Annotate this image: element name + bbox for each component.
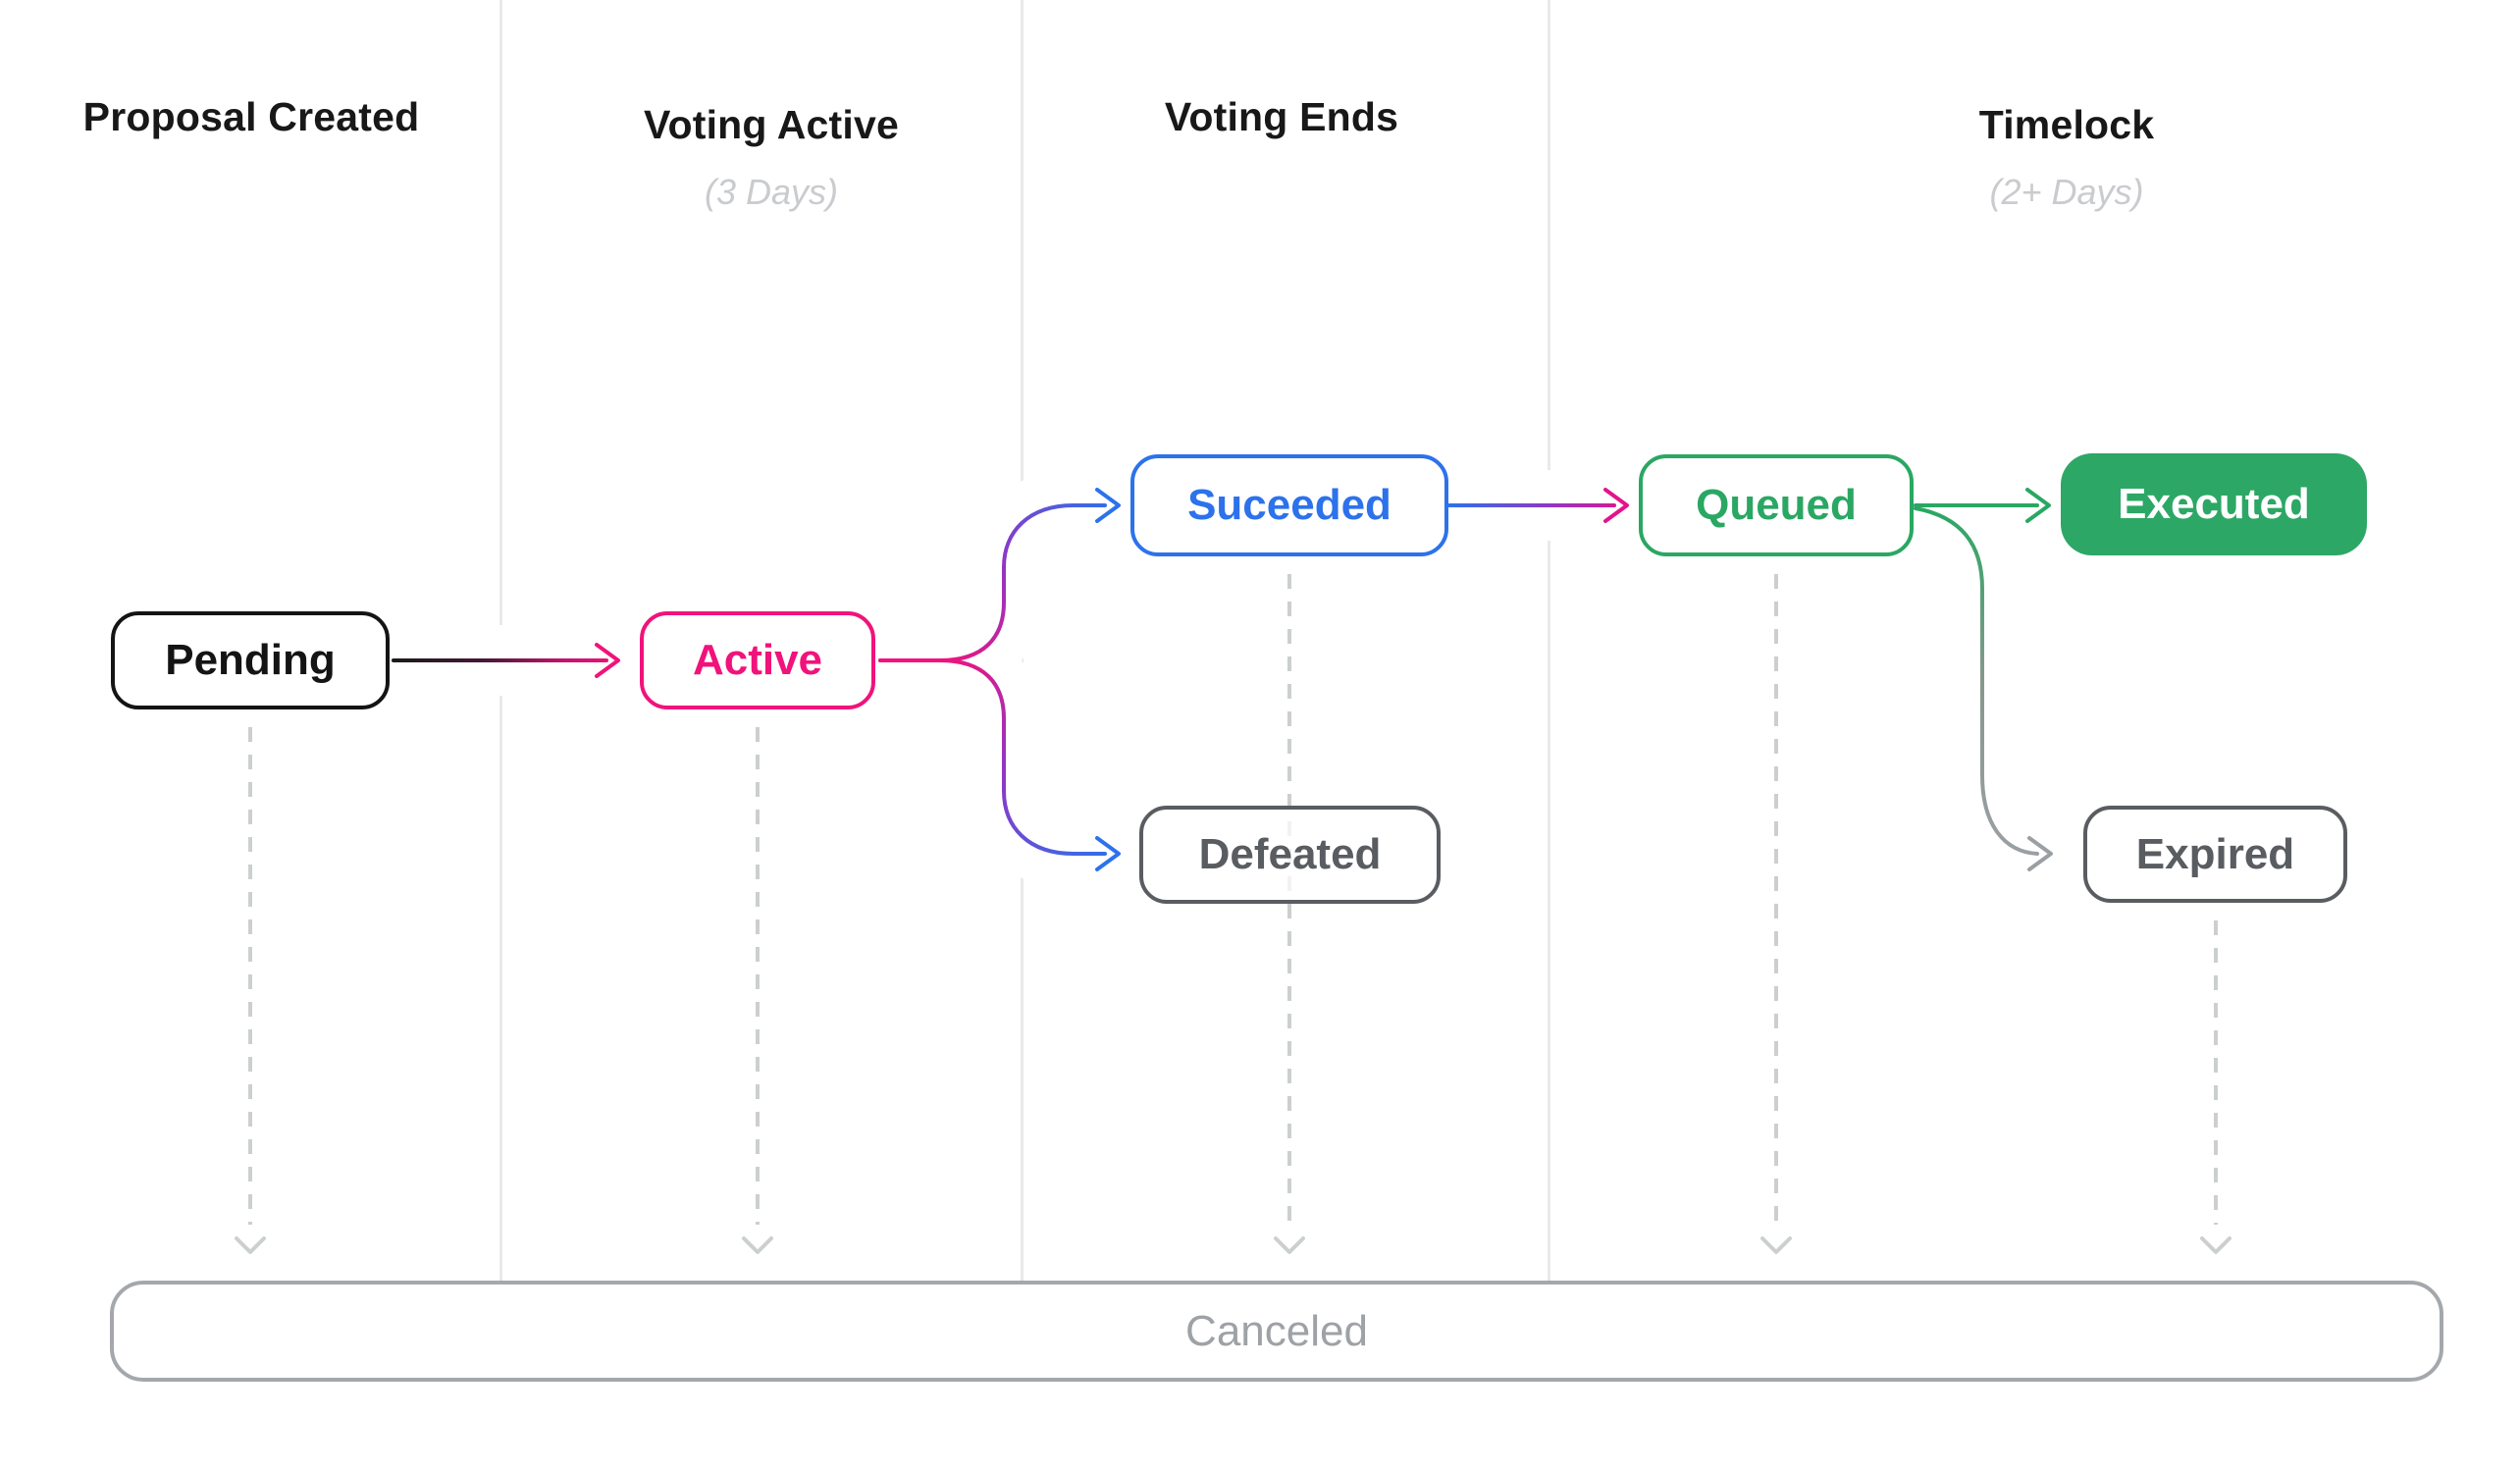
state-label: Canceled <box>1185 1306 1368 1355</box>
column-divider-3 <box>1548 0 1550 1281</box>
state-node-queued: Queued <box>1639 454 1914 556</box>
state-label: Suceeded <box>1187 481 1391 529</box>
state-node-canceled: Canceled <box>110 1281 2443 1382</box>
state-node-expired: Expired <box>2083 806 2347 903</box>
arrowhead-pending-to-active <box>595 643 620 678</box>
arrowhead-queued-to-executed <box>2025 488 2051 523</box>
arrowhead-suceeded-to-queued <box>1603 488 1629 523</box>
state-node-pending: Pending <box>111 611 390 709</box>
state-label: Queued <box>1696 481 1857 529</box>
state-node-suceeded: Suceeded <box>1130 454 1448 556</box>
arrowhead-active-to-defeated <box>1095 836 1121 871</box>
arrow-active-to-defeated <box>878 658 1107 856</box>
arrow-queued-to-expired <box>1914 506 2039 856</box>
state-label: Expired <box>2135 829 2295 878</box>
arrowhead-queued-to-expired <box>2027 836 2053 871</box>
state-label: Active <box>692 636 823 684</box>
dashed-arrowhead-queued <box>1760 1236 1792 1254</box>
state-node-active: Active <box>640 611 875 709</box>
dashed-arrowhead-pending <box>235 1236 266 1254</box>
dashed-arrowhead-expired <box>2200 1236 2231 1254</box>
column-subtitle: (3 Days) <box>704 172 839 212</box>
halo <box>845 625 1140 889</box>
column-header-voting-active: Voting Active (3 Days) <box>644 102 899 213</box>
column-header-timelock: Timelock (2+ Days) <box>1979 102 2155 213</box>
column-header-voting-ends: Voting Ends <box>1165 94 1398 140</box>
column-subtitle: (2+ Days) <box>1989 172 2144 212</box>
state-label: Executed <box>2118 480 2310 528</box>
state-label: Defeated <box>1198 830 1382 878</box>
arrow-active-to-suceeded <box>878 503 1107 662</box>
column-header-proposal-created: Proposal Created <box>83 94 420 140</box>
arrowhead-active-to-suceeded <box>1095 488 1121 523</box>
column-title: Voting Ends <box>1164 94 1399 139</box>
state-node-defeated: Defeated <box>1139 806 1441 904</box>
dashed-arrowhead-active <box>742 1236 773 1254</box>
column-title: Voting Active <box>643 102 900 147</box>
column-title: Proposal Created <box>82 94 420 139</box>
state-label: Pending <box>165 636 336 684</box>
halo <box>1880 473 2073 889</box>
state-node-executed: Executed <box>2061 453 2367 555</box>
column-title: Timelock <box>1978 102 2155 147</box>
dashed-arrowhead-suceeded <box>1274 1236 1305 1254</box>
